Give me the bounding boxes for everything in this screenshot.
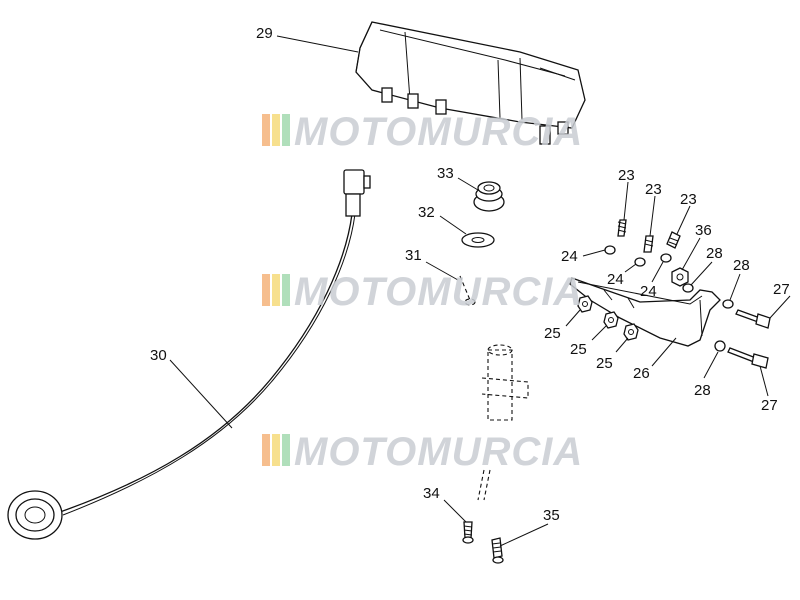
callout-24b: 24	[607, 271, 624, 288]
watermark-text: MOTOMURCIA	[294, 110, 583, 154]
callout-24c: 24	[640, 283, 657, 300]
callout-34: 34	[423, 485, 440, 502]
callout-35: 35	[543, 507, 560, 524]
watermark-logo: MOTOMURCIA	[262, 270, 583, 314]
callout-26: 26	[633, 365, 650, 382]
cable-end-part-31	[459, 275, 476, 306]
screw-part-35	[491, 537, 504, 564]
callout-31: 31	[405, 247, 422, 264]
callout-36: 36	[695, 222, 712, 239]
callout-23c: 23	[680, 191, 697, 208]
bolt-part-27a	[735, 309, 771, 329]
washer-part-28a	[682, 283, 694, 293]
watermark-logo: MOTOMURCIA	[262, 430, 583, 474]
callout-25a: 25	[544, 325, 561, 342]
grommet-part-25c	[623, 323, 639, 341]
grommet-part-25b	[603, 311, 619, 329]
callout-30: 30	[150, 347, 167, 364]
bolt-part-23b	[643, 235, 654, 253]
instrument-cluster-part-29	[355, 21, 586, 145]
callout-29: 29	[256, 25, 273, 42]
callout-32: 32	[418, 204, 435, 221]
callout-24a: 24	[561, 248, 578, 265]
bolt-part-23c	[666, 231, 681, 249]
callout-28c: 28	[694, 382, 711, 399]
mounting-bracket-part-26	[569, 277, 721, 347]
washer-part-28c	[714, 340, 726, 352]
callout-23a: 23	[618, 167, 635, 184]
callout-27a: 27	[773, 281, 790, 298]
speedometer-cable-part-30	[7, 169, 371, 540]
callout-25b: 25	[570, 341, 587, 358]
grommet-part-25a	[577, 295, 593, 313]
washer-part-28b	[722, 299, 734, 309]
watermark-text: MOTOMURCIA	[294, 270, 583, 314]
nut-part-36	[671, 267, 689, 287]
callout-33: 33	[437, 165, 454, 182]
washer-part-32	[461, 232, 495, 248]
callout-25c: 25	[596, 355, 613, 372]
callout-28b: 28	[733, 257, 750, 274]
washer-part-24b	[634, 257, 646, 267]
washer-part-24c	[660, 253, 672, 263]
bolt-part-23a	[617, 219, 627, 237]
grommet-part-33	[473, 181, 505, 212]
callout-23b: 23	[645, 181, 662, 198]
screw-part-34	[462, 521, 474, 544]
bolt-part-27b	[727, 347, 769, 369]
callout-27b: 27	[761, 397, 778, 414]
callout-28a: 28	[706, 245, 723, 262]
washer-part-24a	[604, 245, 616, 255]
watermark-logo: MOTOMURCIA	[262, 110, 583, 154]
watermark-text: MOTOMURCIA	[294, 430, 583, 474]
dashed-sleeve-assembly	[477, 344, 529, 501]
